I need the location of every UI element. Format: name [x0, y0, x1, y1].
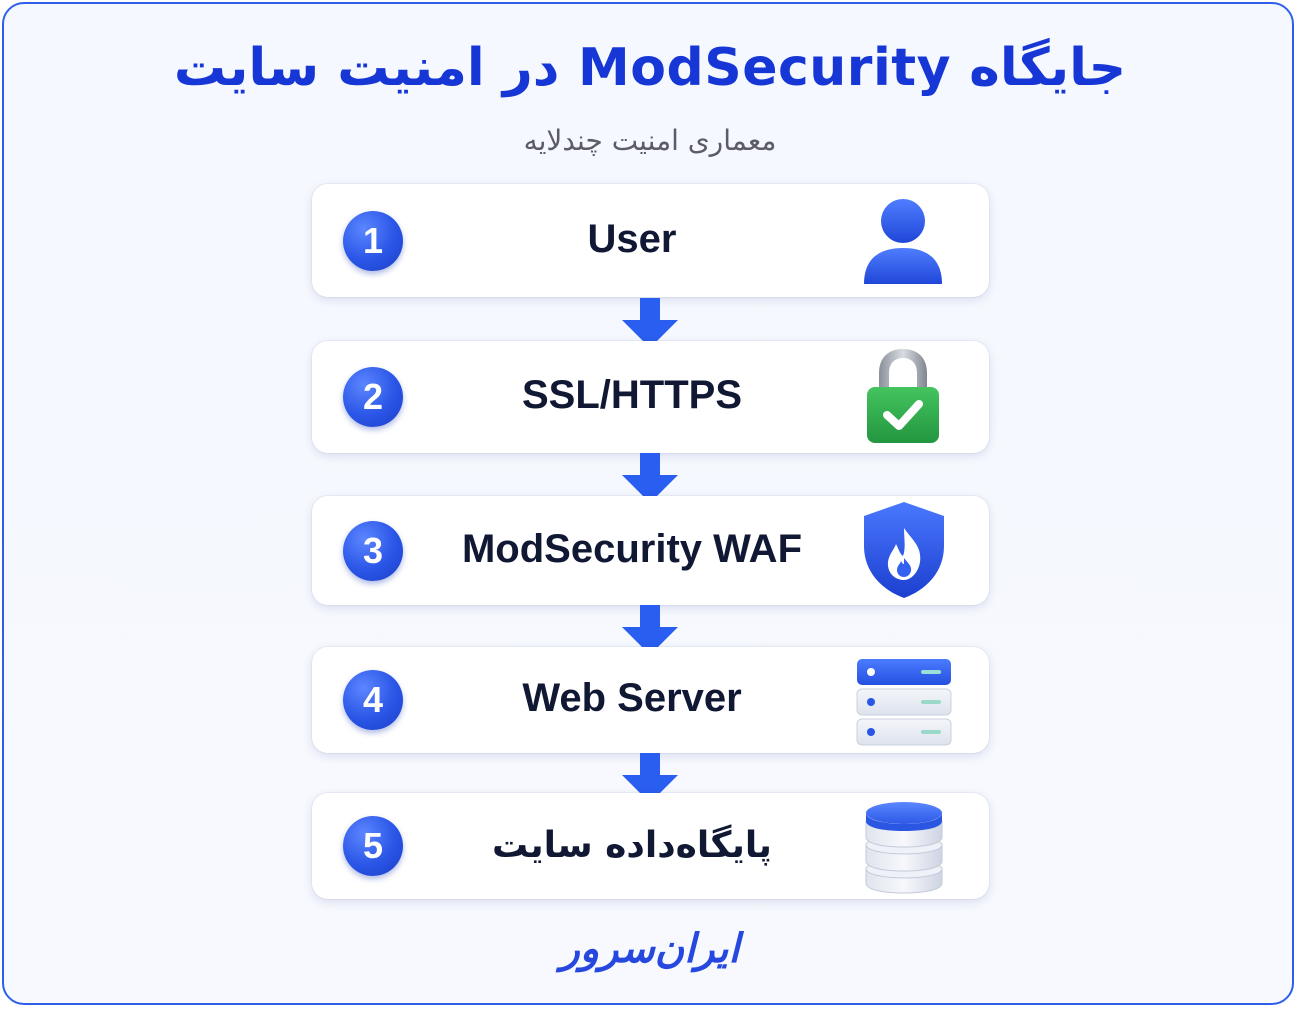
step-card-ssl: 2 SSL/HTTPS [312, 341, 989, 453]
server-icon [855, 657, 953, 753]
brand-logo: ایران‌سرور [560, 926, 740, 972]
arrow-down-icon [622, 298, 678, 348]
step-card-user: 1 User [312, 184, 989, 297]
arrow-down-icon [622, 753, 678, 803]
step-card-webserver: 4 Web Server [312, 647, 989, 753]
step-label: SSL/HTTPS [521, 373, 743, 417]
shield-icon [860, 500, 948, 604]
step-number-badge: 3 [343, 521, 403, 581]
step-label: ModSecurity WAF [461, 527, 803, 571]
database-icon [862, 799, 946, 899]
step-label: User [587, 217, 677, 261]
user-icon [860, 196, 946, 292]
step-label: پایگاه‌داده سایت [492, 825, 772, 866]
step-card-database: 5 پایگاه‌داده سایت [312, 793, 989, 899]
step-number-badge: 2 [343, 367, 403, 427]
page-title: جایگاه ModSecurity در امنیت سایت [173, 38, 1127, 98]
step-number-badge: 4 [343, 670, 403, 730]
arrow-down-icon [622, 453, 678, 503]
step-card-waf: 3 ModSecurity WAF [312, 496, 989, 605]
step-label: Web Server [522, 676, 742, 720]
step-number-badge: 5 [343, 816, 403, 876]
page-subtitle: معماری امنیت چندلایه [523, 124, 777, 157]
lock-icon [865, 345, 941, 449]
step-number-badge: 1 [343, 211, 403, 271]
arrow-down-icon [622, 605, 678, 655]
